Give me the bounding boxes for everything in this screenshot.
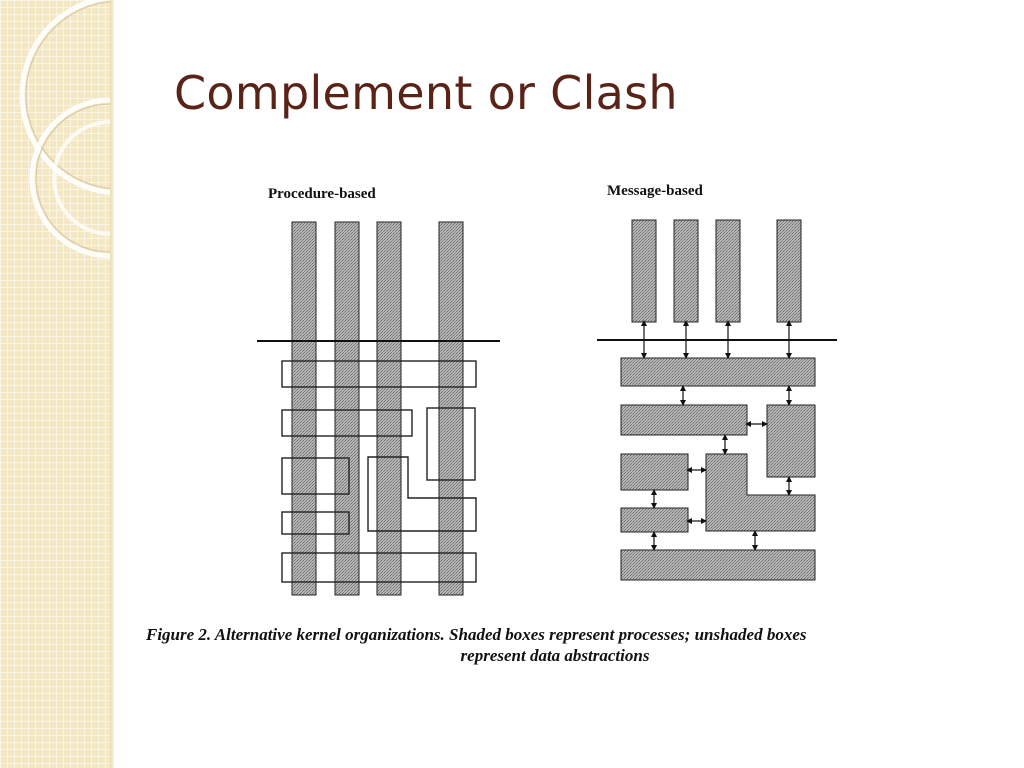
data-abstraction-box	[367, 456, 477, 532]
process-box	[620, 404, 748, 436]
process-column	[291, 221, 317, 596]
message-arrows	[641, 320, 792, 551]
procedure-based-panel: Procedure-based	[257, 186, 500, 596]
figure-caption: Figure 2. Alternative kernel organizatio…	[140, 624, 970, 666]
slide-title: Complement or Clash	[174, 66, 678, 120]
process-box	[620, 357, 816, 387]
data-abstraction-box	[281, 360, 477, 388]
data-abstraction-box	[426, 407, 476, 481]
caption-line-1: Figure 2. Alternative kernel organizatio…	[146, 625, 807, 644]
process-column	[334, 221, 360, 596]
data-abstraction-box	[281, 511, 350, 535]
data-abstraction-box	[281, 552, 477, 583]
procedure-process-columns	[291, 221, 464, 596]
process-column	[631, 219, 657, 323]
decorative-circles	[19, 0, 112, 259]
data-abstraction-box	[281, 457, 350, 495]
decorative-sidebar	[0, 0, 112, 768]
process-box	[620, 453, 689, 491]
process-box	[620, 507, 689, 533]
data-abstraction-boxes	[281, 360, 477, 583]
process-column	[776, 219, 802, 323]
process-column	[673, 219, 699, 323]
procedure-based-label: Procedure-based	[268, 186, 376, 202]
sidebar-edge	[110, 0, 114, 768]
process-box	[620, 549, 816, 581]
process-column	[376, 221, 402, 596]
process-boxes	[620, 357, 816, 581]
message-based-panel: Message-based	[597, 183, 837, 581]
caption-line-2: represent data abstractions	[460, 646, 650, 665]
kernel-organization-figure: Procedure-based Message-based	[257, 183, 837, 596]
process-box	[705, 453, 816, 532]
process-box	[766, 404, 816, 478]
process-column	[715, 219, 741, 323]
data-abstraction-box	[281, 409, 413, 437]
message-process-columns	[631, 219, 802, 323]
message-based-label: Message-based	[607, 183, 703, 199]
